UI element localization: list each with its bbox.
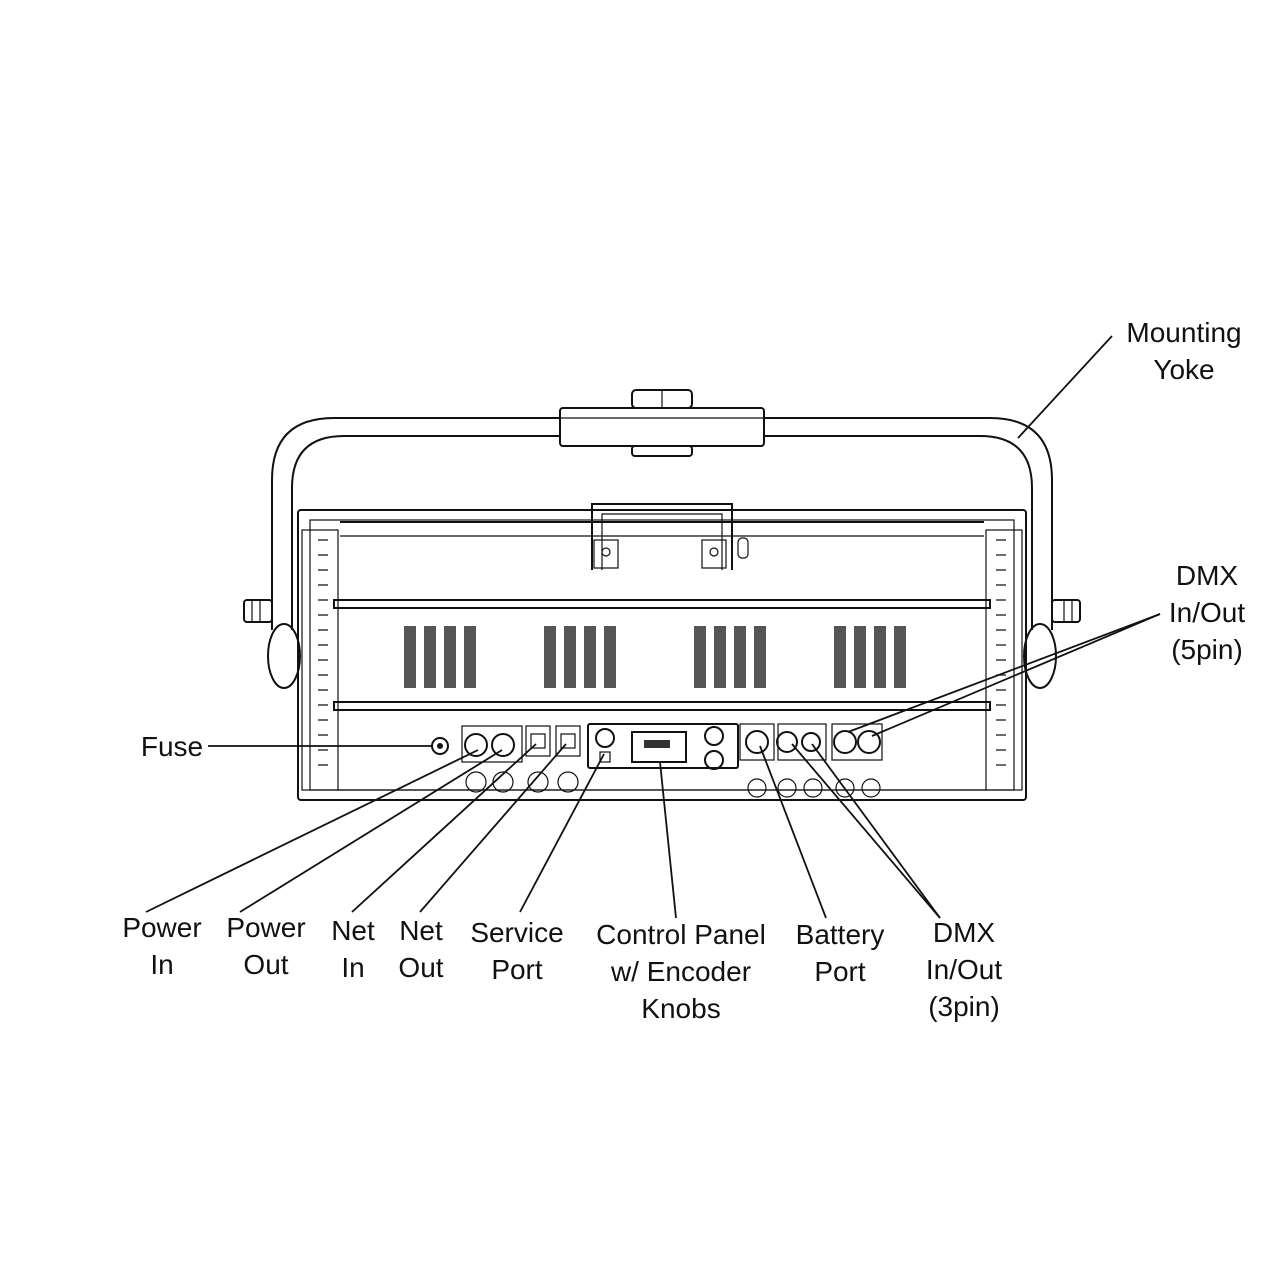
label-line: Net [399, 915, 443, 946]
label-line: Out [398, 952, 444, 983]
label-dmx-5pin: DMX In/Out (5pin) [1152, 557, 1262, 668]
vent-group-1 [404, 626, 476, 688]
label-power-out: Power Out [214, 909, 318, 983]
label-line: (3pin) [928, 991, 1000, 1022]
label-line: Power [122, 912, 202, 943]
net-connectors [525, 725, 581, 793]
fuse-holder [431, 737, 449, 755]
label-line: In [150, 949, 174, 980]
label-line: Fuse [140, 731, 204, 762]
label-net-in: Net In [318, 912, 388, 986]
vent-group-4 [834, 626, 906, 688]
label-line: DMX [932, 917, 996, 948]
label-line: In [341, 952, 365, 983]
label-line: Yoke [1153, 354, 1215, 385]
label-line: (5pin) [1171, 634, 1243, 665]
label-line: Battery [795, 919, 885, 950]
label-mounting-yoke: Mounting Yoke [1114, 314, 1254, 388]
label-dmx-3pin: DMX In/Out (3pin) [906, 914, 1022, 1025]
vent-group-3 [694, 626, 766, 688]
label-line: DMX [1175, 560, 1239, 591]
leader-lines [145, 335, 1161, 919]
label-line: Port [814, 956, 866, 987]
label-service-port: Service Port [458, 914, 576, 988]
label-line: Knobs [641, 993, 721, 1024]
left-rail-ticks [318, 539, 328, 766]
label-control-panel: Control Panel w/ Encoder Knobs [580, 916, 782, 1027]
label-line: Net [331, 915, 375, 946]
label-line: Power [226, 912, 306, 943]
label-power-in: Power In [110, 909, 214, 983]
vent-group-2 [544, 626, 616, 688]
label-line: Service [470, 917, 564, 948]
label-line: Mounting [1126, 317, 1242, 348]
power-connectors [461, 725, 523, 793]
label-line: w/ Encoder [610, 956, 752, 987]
label-line: In/Out [1168, 597, 1246, 628]
right-rail-ticks [996, 539, 1006, 766]
label-net-out: Net Out [386, 912, 456, 986]
label-battery-port: Battery Port [782, 916, 898, 990]
label-line: Port [491, 954, 543, 985]
label-fuse: Fuse [132, 728, 212, 765]
control-panel [587, 723, 739, 770]
label-line: Control Panel [596, 919, 766, 950]
xlr-connectors [739, 723, 883, 798]
mounting-yoke [243, 389, 1081, 689]
label-line: Out [243, 949, 289, 980]
label-line: In/Out [925, 954, 1003, 985]
